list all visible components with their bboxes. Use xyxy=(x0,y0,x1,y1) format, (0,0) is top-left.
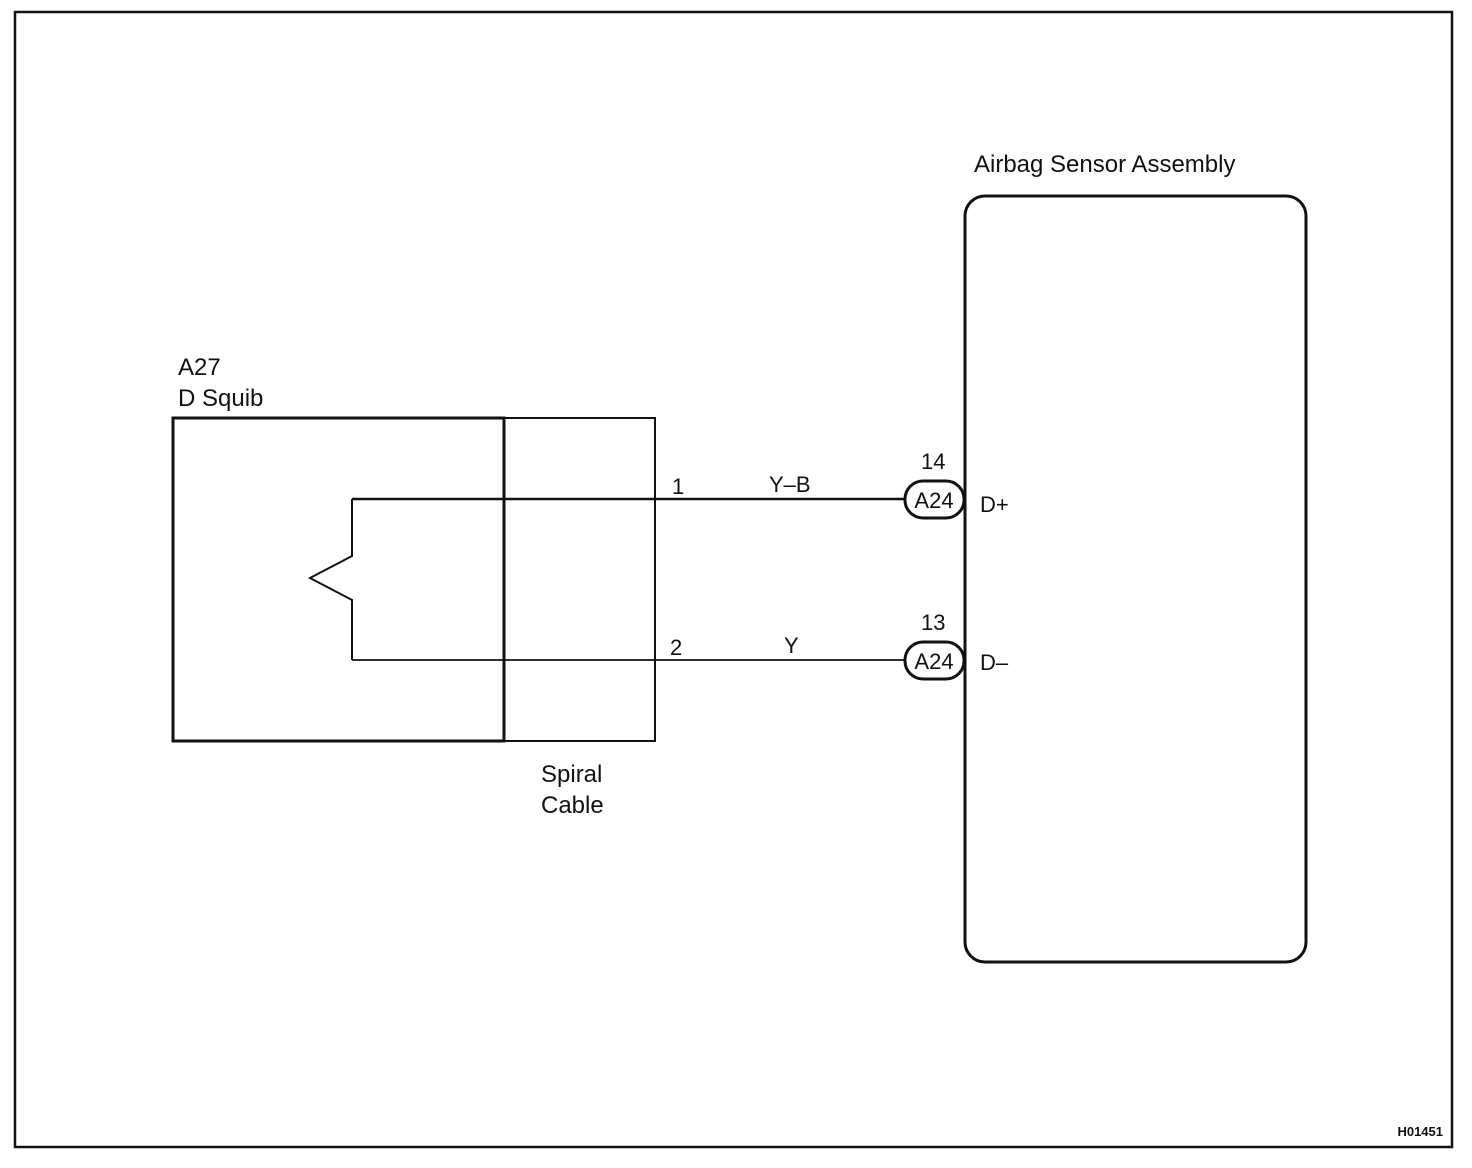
squib-element-symbol xyxy=(307,499,353,660)
connector-a24-pin14 xyxy=(903,479,966,520)
wire-1-squib-pin: 1 xyxy=(672,474,684,499)
connector-a24-pin13 xyxy=(903,640,966,681)
spiral-cable-box xyxy=(503,417,656,742)
terminal-d-plus: D+ xyxy=(980,492,1009,517)
sensor-box xyxy=(963,194,1308,964)
sensor-title: Airbag Sensor Assembly xyxy=(974,151,1235,178)
wire-1-color: Y–B xyxy=(769,472,811,497)
diagram-frame xyxy=(13,10,1454,1149)
squib-name: D Squib xyxy=(178,385,263,412)
spiral-cable-label-line1: Spiral xyxy=(541,761,602,788)
ecu-pin-13: 13 xyxy=(921,610,945,635)
figure-code: H01451 xyxy=(1397,1124,1443,1139)
connector-a24-pin14-label: A24 xyxy=(914,488,953,513)
squib-box xyxy=(171,416,506,743)
connector-a24-pin13-label: A24 xyxy=(914,649,953,674)
terminal-d-minus: D– xyxy=(980,650,1009,675)
ecu-pin-14: 14 xyxy=(921,449,945,474)
squib-code: A27 xyxy=(178,354,221,381)
wire-2-squib-pin: 2 xyxy=(670,635,682,660)
wire-2-color: Y xyxy=(784,633,799,658)
spiral-cable-label-line2: Cable xyxy=(541,792,604,819)
